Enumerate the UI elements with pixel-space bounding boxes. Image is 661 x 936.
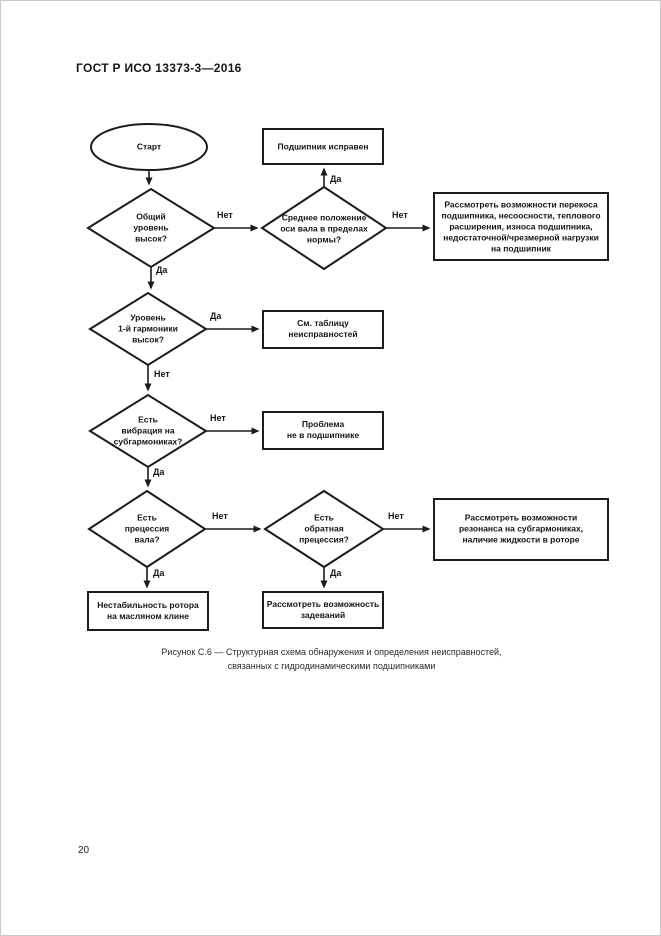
node-rotor-instability-label: Нестабильность ротора на масляном клине [97,600,199,621]
consider-resonance-box-shape [433,498,609,561]
edge-label-no-subharm-to-problem: Нет [210,413,226,423]
edge-label-no-reverse-to-resonance: Нет [388,511,404,521]
node-consider-resonance-label: Рассмотреть возможности резонанса на суб… [458,512,584,545]
node-start-label: Старт [136,141,162,152]
edge-label-yes-reverse-to-rubbing: Да [330,568,342,578]
node-subharmonic-label: Есть вибрация на субгармониках? [113,414,183,447]
bearing-ok-box-shape [262,128,384,165]
edge-label-yes-overall-to-harmonic: Да [156,265,168,275]
problem-not-bearing-box-shape [262,411,384,450]
decision-shaft-position-shape [260,185,388,271]
fault-table-box-shape [262,310,384,349]
node-shaft-position-label: Среднее положение оси вала в пределах но… [280,212,368,245]
edge-label-yes-precession-to-rotor: Да [153,568,165,578]
decision-reverse-precession-shape [263,489,385,569]
rotor-instability-box-shape [87,591,209,631]
node-consider-misalignment-label: Рассмотреть возможности перекоса подшипн… [441,199,601,254]
node-fault-table-label: См. таблицу неисправностей [288,318,358,339]
figure-caption: Рисунок С.6 — Структурная схема обнаруже… [161,647,502,671]
node-overall-level-label: Общий уровень высок? [133,211,169,244]
edge-label-no-harmonic-to-subharm: Нет [154,369,170,379]
edge-label-no-shaft-to-misalignment: Нет [392,210,408,220]
node-precession-label: Есть прецессия вала? [124,512,170,545]
page-number: 20 [78,845,90,856]
edge-label-no-precession-to-reverse: Нет [212,511,228,521]
node-problem-not-bearing-label: Проблема не в подшипнике [286,419,360,440]
edge-label-yes-subharm-to-precession: Да [153,467,165,477]
decision-subharmonic-shape [88,393,208,469]
node-reverse-precession-label: Есть обратная прецессия? [299,512,349,545]
decision-overall-level-shape [86,187,216,269]
node-first-harmonic-label: Уровень 1-й гармоники высок? [118,312,178,345]
decision-first-harmonic-shape [88,291,208,367]
consider-rubbing-box-shape [262,591,384,629]
edge-label-yes-shaft-to-bearing-ok: Да [330,174,342,184]
document-title: ГОСТ Р ИСО 13373-3—2016 [76,61,242,75]
edge-label-yes-harmonic-to-table: Да [210,311,222,321]
consider-misalignment-box-shape [433,192,609,261]
node-bearing-ok-label: Подшипник исправен [277,141,369,152]
edge-label-no-overall-to-shaft: Нет [217,210,233,220]
decision-precession-shape [87,489,207,569]
node-consider-rubbing-label: Рассмотреть возможность задеваний [266,599,380,620]
start-terminal-shape [90,123,208,171]
